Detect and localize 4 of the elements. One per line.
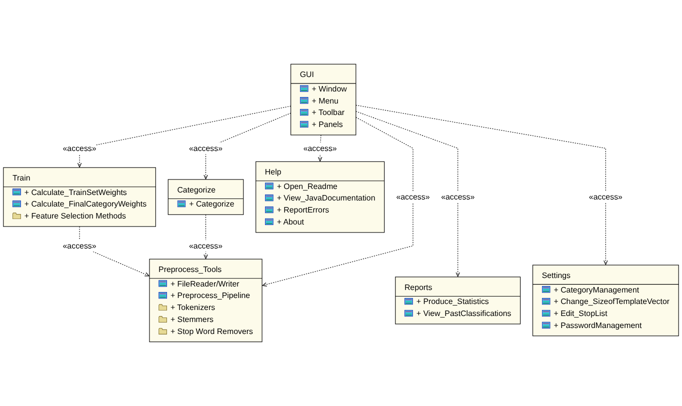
dependency-arrow <box>356 111 460 277</box>
dependency-arrow <box>356 104 608 265</box>
dependency-arrow <box>262 116 414 286</box>
dependency-arrow <box>77 106 292 168</box>
